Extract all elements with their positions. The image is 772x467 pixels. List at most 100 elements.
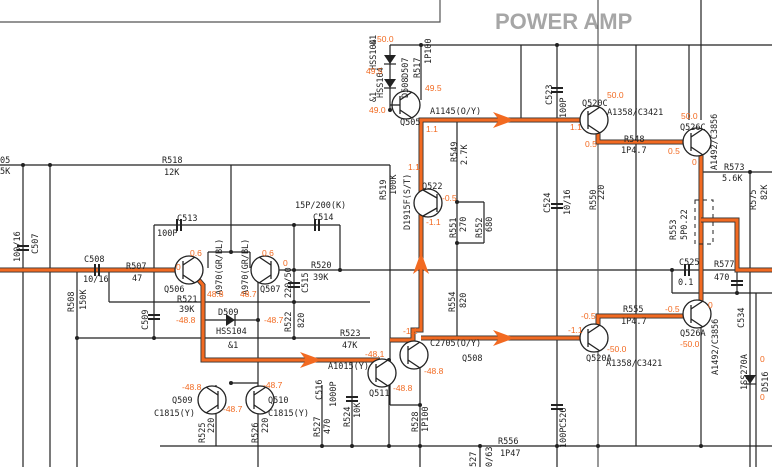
c509-label: C509 bbox=[141, 310, 151, 330]
q507-base-voltage: 0 bbox=[283, 258, 288, 268]
r553-enclosure bbox=[694, 199, 714, 245]
component-labels: 05 5K R518 12K 100/16 C507 C508 10/16 R5… bbox=[0, 35, 771, 467]
d507-part: HSS104 bbox=[369, 39, 379, 70]
r526-label: R526 bbox=[251, 423, 261, 443]
d507-mid-voltage: 49.5 bbox=[366, 66, 383, 76]
q520a-ref: Q520A bbox=[586, 354, 612, 364]
transistor-q505 bbox=[390, 90, 421, 120]
q506-base-voltage: 0 bbox=[176, 262, 181, 272]
q520a-collector-voltage: -50.0 bbox=[607, 344, 627, 354]
c507-label: C507 bbox=[31, 234, 41, 254]
q522-emitter-voltage: -1.1 bbox=[426, 217, 441, 227]
transistor-q509 bbox=[197, 385, 227, 415]
diode-d507 bbox=[384, 55, 396, 65]
q510-ref: Q510 bbox=[268, 396, 288, 406]
d509-right-voltage: -48.7 bbox=[264, 315, 284, 325]
c514-value: 15P/200(K) bbox=[295, 201, 346, 211]
q520c-base-voltage: 1.1 bbox=[570, 122, 582, 132]
junctions bbox=[21, 43, 752, 448]
transistor-q526a bbox=[682, 299, 712, 329]
q511-part: A1015(Y) bbox=[328, 362, 369, 372]
r553-value: 5P0.22 bbox=[680, 209, 690, 240]
r505-label: 05 bbox=[0, 156, 10, 166]
q508-ref: Q508 bbox=[462, 354, 482, 364]
q522-base-voltage: -0.5 bbox=[442, 193, 457, 203]
r552-label: R552 bbox=[475, 218, 485, 238]
c514-label: C514 bbox=[313, 213, 333, 223]
q506-collector-voltage: 48.8 bbox=[207, 289, 224, 299]
transistor-q506 bbox=[174, 255, 204, 285]
c513-label: C513 bbox=[177, 214, 197, 224]
r525-value: 220 bbox=[207, 418, 217, 433]
q510-part: C1815(Y) bbox=[268, 409, 309, 419]
r550-label: R550 bbox=[589, 190, 599, 210]
c524-value: 10/16 bbox=[563, 189, 573, 215]
c515-value: 220/50 bbox=[284, 267, 294, 298]
r524-value: 10K bbox=[353, 402, 363, 418]
c525-value: 0.1 bbox=[678, 278, 693, 288]
q526c-part: A1492/C3856 bbox=[710, 114, 720, 170]
r520-value: 39K bbox=[313, 273, 329, 283]
top-rail-voltage: 50.0 bbox=[377, 34, 394, 44]
q508-collector-voltage: -1.1 bbox=[403, 326, 418, 336]
r577-value: 470 bbox=[714, 273, 729, 283]
d508-part: HSS104 bbox=[376, 67, 386, 98]
r554-label: R554 bbox=[448, 292, 458, 312]
q507-ref: Q507 bbox=[260, 285, 280, 295]
q526c-base-voltage: 0.5 bbox=[668, 146, 680, 156]
r573-label: R573 bbox=[724, 163, 744, 173]
d516-part: 1SS270A bbox=[740, 354, 750, 390]
r523-value: 47K bbox=[342, 341, 358, 351]
r556-value: 1P47 bbox=[500, 449, 520, 459]
q511-ref: Q511 bbox=[369, 389, 389, 399]
q505-base-voltage: 49.0 bbox=[369, 105, 386, 115]
r522-label: R522 bbox=[284, 312, 294, 332]
q526a-base-voltage: -0.5 bbox=[665, 304, 680, 314]
r517-label: R517 bbox=[413, 58, 423, 78]
d508-label: D508 bbox=[401, 78, 411, 98]
d509-left-voltage: -48.8 bbox=[176, 315, 196, 325]
c523-value: 100P bbox=[559, 98, 569, 118]
r526-value: 220 bbox=[261, 418, 271, 433]
q522-part: D1915F(S/T) bbox=[403, 174, 413, 230]
c534-label: C534 bbox=[737, 308, 747, 328]
r552-value: 680 bbox=[485, 217, 495, 232]
transistor-q526c bbox=[682, 127, 712, 157]
q505-emitter-voltage: 49.5 bbox=[425, 83, 442, 93]
transistor-q520c bbox=[579, 105, 609, 135]
r555-label: R555 bbox=[623, 305, 643, 315]
r518-value: 12K bbox=[164, 168, 180, 178]
r522-value: 820 bbox=[297, 313, 307, 328]
r577-label: R577 bbox=[714, 260, 734, 270]
r523-label: R523 bbox=[340, 329, 360, 339]
q520a-emitter-voltage: -0.5 bbox=[581, 311, 596, 321]
q510-collector-voltage: -48.7 bbox=[263, 380, 283, 390]
r524-label: R524 bbox=[343, 407, 353, 427]
signal-arrow bbox=[300, 352, 322, 368]
q520c-part: A1358/C3421 bbox=[607, 108, 663, 118]
c523-label: C523 bbox=[545, 85, 555, 105]
r520-label: R520 bbox=[311, 261, 331, 271]
c527-label: 527 bbox=[469, 452, 479, 467]
c526-label: C526 bbox=[559, 408, 569, 428]
q506-part: A970(GR/BL) bbox=[215, 239, 225, 295]
transistor-q522 bbox=[413, 188, 443, 218]
c526-value: 100P bbox=[559, 428, 569, 448]
transistor-q508 bbox=[399, 340, 429, 370]
diode-d509 bbox=[226, 314, 236, 326]
c527-value: 0/63 bbox=[485, 447, 495, 467]
r549-value: 2.7K bbox=[460, 144, 470, 165]
diode-d508 bbox=[384, 79, 396, 89]
q509-ref: Q509 bbox=[172, 396, 192, 406]
signal-arrow bbox=[493, 330, 515, 346]
voltage-labels: 0 0.6 48.8 0.6 0 48.7 -48.8 -48.7 -48.8 … bbox=[176, 34, 765, 414]
r518-label: R518 bbox=[162, 156, 182, 166]
r548-label: R548 bbox=[624, 135, 644, 145]
r507-value: 47 bbox=[132, 274, 142, 284]
c515-label: C515 bbox=[301, 273, 311, 293]
q522-ref: Q522 bbox=[422, 182, 442, 192]
r575-value: 82K bbox=[760, 184, 770, 200]
q508-emitter-voltage: -48.8 bbox=[424, 366, 444, 376]
transistor-q511 bbox=[367, 358, 397, 388]
r550-value: 220 bbox=[597, 185, 607, 200]
